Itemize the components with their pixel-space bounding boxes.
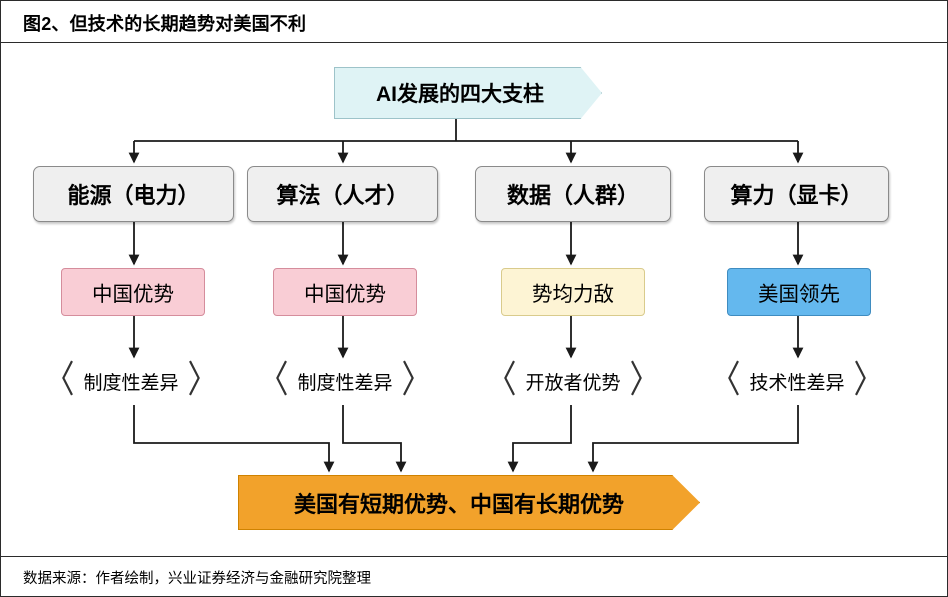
bracket-left-icon: 〈: [44, 359, 75, 401]
bracket-left-icon: 〈: [710, 359, 741, 401]
reason-label: 技术性差异: [749, 372, 845, 394]
pillar-label: 能源（电力）: [67, 183, 200, 208]
reason-label: 制度性差异: [83, 372, 179, 394]
bracket-right-icon: 〉: [401, 359, 432, 401]
figure-source-bar: 数据来源：作者绘制，兴业证券经济与金融研究院整理: [1, 556, 947, 596]
top-banner-label: AI发展的四大支柱: [376, 83, 544, 106]
reason-compute: 〈 技术性差异 〉: [703, 361, 891, 401]
bracket-right-icon: 〉: [629, 359, 660, 401]
verdict-label: 中国优势: [304, 283, 386, 306]
conclusion-banner: 美国有短期优势、中国有长期优势: [238, 475, 700, 530]
top-banner-ai-pillars: AI发展的四大支柱: [334, 67, 602, 119]
pillar-label: 算法（人才）: [276, 183, 409, 208]
source-note: 数据来源：作者绘制，兴业证券经济与金融研究院整理: [23, 571, 371, 587]
pillar-compute: 算力（显卡）: [704, 166, 889, 222]
conclusion-label: 美国有短期优势、中国有长期优势: [293, 491, 624, 517]
pillar-algorithm: 算法（人才）: [247, 166, 438, 222]
reason-label: 开放者优势: [525, 372, 621, 394]
verdict-energy: 中国优势: [61, 268, 205, 316]
verdict-compute: 美国领先: [727, 268, 871, 316]
verdict-data: 势均力敌: [501, 268, 645, 316]
reason-label: 制度性差异: [297, 372, 393, 394]
bracket-left-icon: 〈: [486, 359, 517, 401]
verdict-algorithm: 中国优势: [273, 268, 417, 316]
page-title: 图2、但技术的长期趋势对美国不利: [23, 14, 307, 34]
pillar-data: 数据（人群）: [475, 166, 671, 222]
reason-algorithm: 〈 制度性差异 〉: [251, 361, 439, 401]
reason-data: 〈 开放者优势 〉: [479, 361, 667, 401]
pillar-energy: 能源（电力）: [33, 166, 234, 222]
figure-title-bar: 图2、但技术的长期趋势对美国不利: [1, 1, 947, 43]
pillar-label: 数据（人群）: [506, 183, 639, 208]
verdict-label: 中国优势: [92, 283, 174, 306]
bracket-left-icon: 〈: [258, 359, 289, 401]
bracket-right-icon: 〉: [187, 359, 218, 401]
bracket-right-icon: 〉: [853, 359, 884, 401]
verdict-label: 势均力敌: [532, 283, 614, 306]
verdict-label: 美国领先: [758, 283, 840, 306]
reason-energy: 〈 制度性差异 〉: [37, 361, 225, 401]
pillar-label: 算力（显卡）: [730, 183, 863, 208]
diagram-canvas: AI发展的四大支柱 能源（电力） 算法（人才） 数据（人群） 算力（显卡） 中国…: [1, 43, 947, 556]
